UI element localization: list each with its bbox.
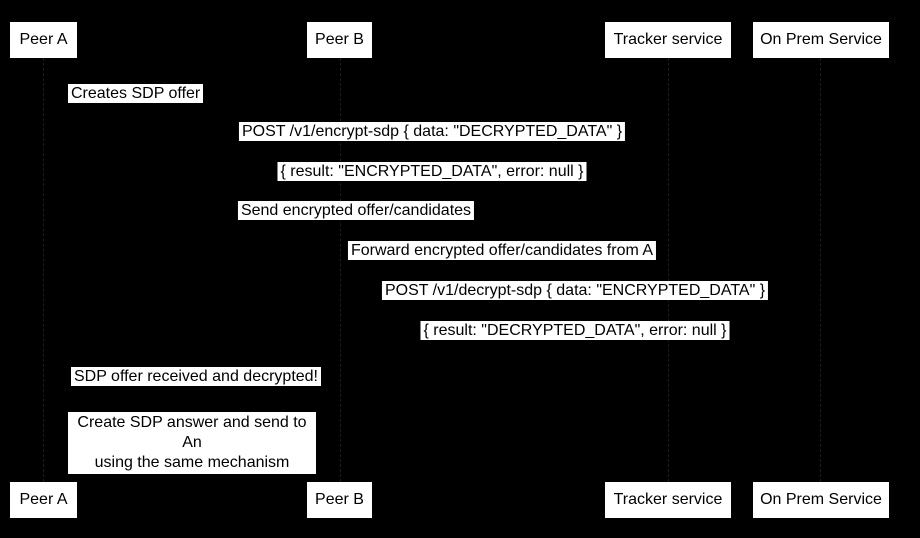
actor-label: Peer A [19,31,68,48]
lifeline-peer-b [340,58,341,482]
actor-peer-a-bottom: Peer A [10,482,77,518]
arrow-sdp-offer-received [43,394,340,395]
message-post-decrypt-sdp: POST /v1/decrypt-sdp { data: "ENCRYPTED_… [381,281,769,300]
lifeline-tracker-service [668,58,669,482]
note-line-2: using the same mechanism [94,454,290,471]
actor-label: Peer B [315,491,364,508]
arrow-decrypt-response [340,348,820,349]
note-line-1: Create SDP answer and send to An [77,414,307,451]
message-decrypt-result: { result: "DECRYPTED_DATA", error: null … [420,321,730,340]
arrow-encrypt-response [43,189,820,190]
actor-on-prem-service-top: On Prem Service [753,22,889,58]
arrow-decrypt-request [340,308,820,309]
actor-tracker-service-top: Tracker service [605,22,731,58]
actor-label: Tracker service [613,31,723,48]
actor-peer-a-top: Peer A [10,22,77,58]
actor-label: On Prem Service [760,491,882,508]
actor-label: On Prem Service [760,31,882,48]
message-send-encrypted-offer: Send encrypted offer/candidates [237,201,475,220]
message-forward-encrypted-offer: Forward encrypted offer/candidates from … [347,241,657,260]
actor-on-prem-service-bottom: On Prem Service [753,482,889,518]
actor-label: Peer A [19,491,68,508]
actor-label: Tracker service [613,491,723,508]
actor-peer-b-top: Peer B [307,22,372,58]
note-create-sdp-answer: Create SDP answer and send to An using t… [68,412,316,474]
message-post-encrypt-sdp: POST /v1/encrypt-sdp { data: "DECRYPTED_… [238,122,626,141]
lifeline-peer-a [43,58,44,482]
actor-label: Peer B [315,31,364,48]
message-sdp-offer-received: SDP offer received and decrypted! [71,367,321,386]
lifeline-on-prem-service [820,58,821,482]
message-encrypt-result: { result: "ENCRYPTED_DATA", error: null … [277,162,587,181]
actor-tracker-service-bottom: Tracker service [605,482,731,518]
arrow-send-encrypted-offer [43,228,668,229]
arrow-encrypt-request [43,149,820,150]
message-creates-sdp-offer: Creates SDP offer [68,84,204,103]
arrow-forward-encrypted-offer [340,268,668,269]
actor-peer-b-bottom: Peer B [307,482,372,518]
